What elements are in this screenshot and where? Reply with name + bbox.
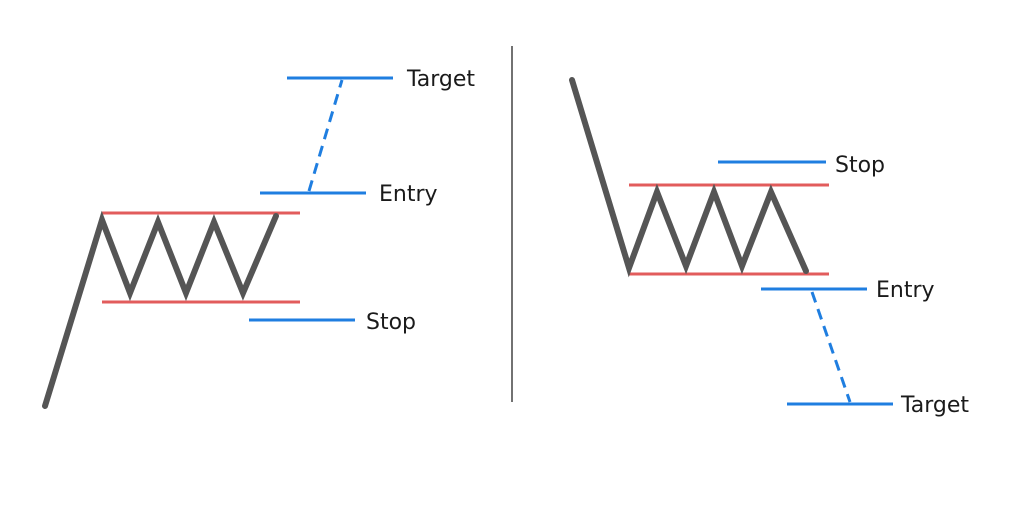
target-label: Target xyxy=(406,67,475,92)
bullish-flag-panel: Target Entry Stop xyxy=(42,67,475,409)
price-path xyxy=(569,77,809,278)
stop-label: Stop xyxy=(366,310,416,335)
bearish-flag-panel: Stop Entry Target xyxy=(569,77,969,418)
entry-label: Entry xyxy=(379,182,438,207)
stop-label: Stop xyxy=(835,153,885,178)
target-projection-dashed-line xyxy=(810,291,852,403)
price-path xyxy=(42,210,279,409)
entry-label: Entry xyxy=(876,278,935,303)
target-label: Target xyxy=(900,393,969,418)
target-projection-dashed-line xyxy=(307,79,344,192)
